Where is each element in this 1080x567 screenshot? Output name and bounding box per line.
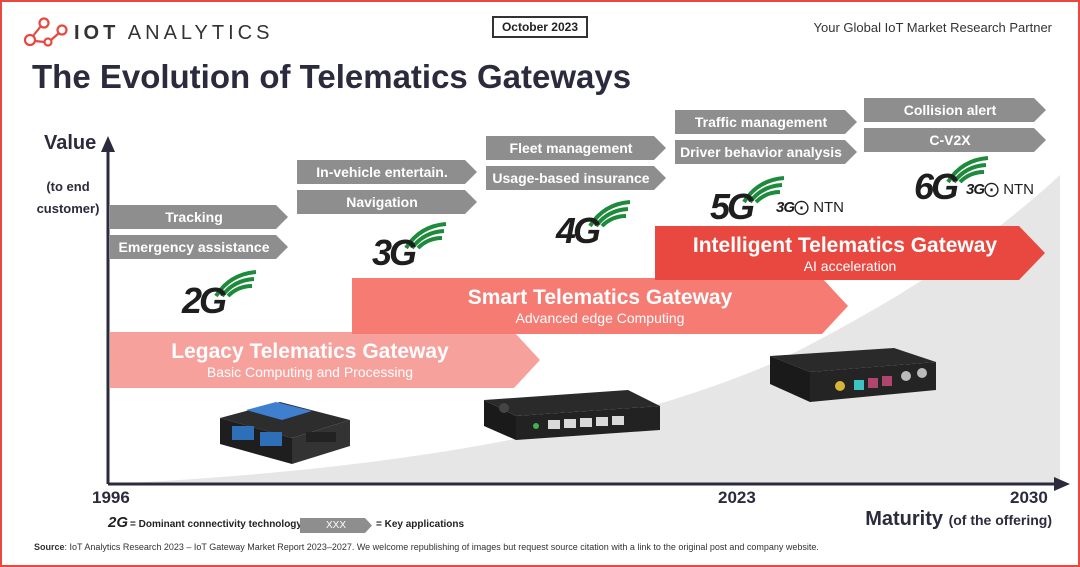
app-collision-alert: Collision alert: [864, 98, 1046, 122]
signal-arcs-icon: [946, 156, 989, 184]
y-axis-subtitle: (to end customer): [36, 179, 100, 216]
signal-arcs-icon: [214, 270, 257, 298]
legend-technology-sample: 2G: [108, 514, 129, 531]
y-axis-arrowhead: [101, 136, 115, 152]
tagline: Your Global IoT Market Research Partner: [813, 20, 1052, 35]
tech-5g-ntn: 3G⨀ NTN: [776, 199, 845, 216]
y-axis-title: Value: [44, 132, 97, 154]
signal-arcs-icon: [404, 222, 447, 250]
signal-arcs-icon: [742, 176, 785, 204]
gateway-smart: Smart Telematics Gateway Advanced edge C…: [352, 278, 848, 334]
satellite-icon: ⨀: [984, 181, 1000, 198]
network-icon: [23, 17, 68, 47]
legend-application-text: = Key applications: [376, 519, 465, 530]
source-note: Source: IoT Analytics Research 2023 – Io…: [34, 542, 819, 552]
tech-2g: 2G: [182, 268, 262, 322]
legacy-gateway-device: [220, 402, 350, 464]
app-traffic-management: Traffic management: [675, 110, 857, 134]
app-in-vehicle-entertainment: In-vehicle entertain.: [297, 160, 477, 184]
app-fleet-management: Fleet management: [486, 136, 666, 160]
page-title: The Evolution of Telematics Gateways: [32, 58, 632, 95]
app-tracking: Tracking: [110, 205, 288, 229]
gateway-legacy: Legacy Telematics Gateway Basic Computin…: [110, 332, 540, 388]
tech-5g: 5G: [710, 174, 790, 228]
satellite-icon: ⨀: [794, 199, 810, 216]
x-axis-title: Maturity (of the offering): [865, 508, 1052, 530]
app-c-v2x: C-V2X: [864, 128, 1046, 152]
smart-gateway-device: [484, 390, 660, 440]
x-tick-2030: 2030: [1010, 488, 1048, 507]
x-tick-1996: 1996: [92, 488, 130, 507]
x-axis-arrowhead: [1054, 477, 1070, 491]
iot-analytics-logo[interactable]: IOT ANALYTICS: [22, 16, 322, 50]
date-badge: October 2023: [492, 16, 588, 38]
growth-curve: [108, 175, 1060, 484]
legend-application-sample: XXX: [300, 518, 372, 533]
gateway-intelligent: Intelligent Telematics Gateway AI accele…: [655, 226, 1045, 280]
signal-arcs-icon: [588, 200, 631, 228]
app-emergency-assistance: Emergency assistance: [110, 235, 288, 259]
app-navigation: Navigation: [297, 190, 477, 214]
app-usage-based-insurance: Usage-based insurance: [486, 166, 666, 190]
tech-3g: 3G: [372, 220, 452, 274]
legend-technology-text: = Dominant connectivity technology: [130, 519, 302, 530]
tech-6g: 6G: [914, 154, 994, 208]
tech-4g: 4G: [556, 198, 636, 252]
logo-text: IOT ANALYTICS: [74, 22, 274, 44]
tech-6g-ntn: 3G⨀ NTN: [966, 181, 1035, 198]
x-tick-2023: 2023: [718, 488, 756, 507]
intelligent-gateway-device: [770, 348, 936, 402]
app-driver-behavior-analysis: Driver behavior analysis: [675, 140, 857, 164]
